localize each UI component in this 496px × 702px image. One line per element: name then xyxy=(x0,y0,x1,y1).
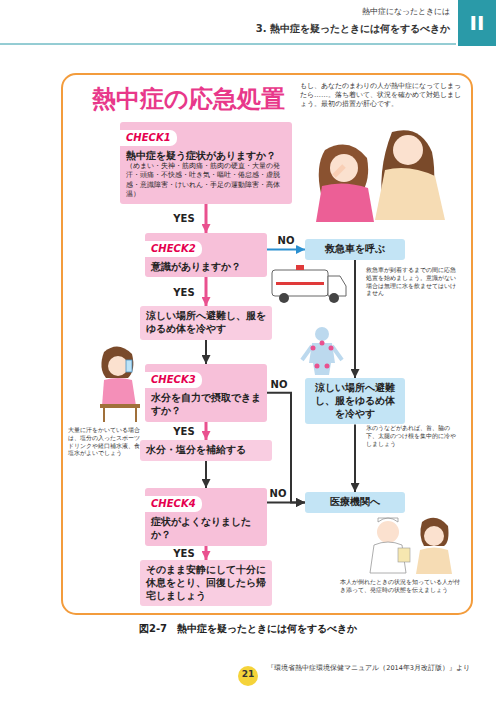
box-text: 涼しい場所へ避難し、服をゆるめ体を冷やす xyxy=(311,382,399,420)
question-text: 症状がよくなりましたか？ xyxy=(151,515,261,542)
header-rule xyxy=(0,44,456,45)
intro-note: もし、あなたのまわりの人が熱中症になってしまったら……。落ち着いて、状況を確かめ… xyxy=(300,82,462,109)
check-tag: CHECK4 xyxy=(145,496,202,512)
flow-arrow xyxy=(205,422,208,441)
flow-arrow xyxy=(205,461,207,488)
flow-arrow xyxy=(267,393,305,503)
edge-label: YES xyxy=(171,286,196,297)
edge-label: YES xyxy=(171,425,196,436)
note: 本人が倒れたときの状況を知っている人が付き添って、発症時の状態を伝えましょう xyxy=(340,578,460,594)
process-box: 水分・塩分を補給する xyxy=(140,440,272,461)
check-tag: CHECK1 xyxy=(120,130,177,146)
note: 氷のうなどがあれば、首、脇の下、太腿のつけ根を集中的に冷やしましょう xyxy=(366,424,458,447)
chapter-tab xyxy=(458,0,496,46)
drinking-girl xyxy=(100,346,140,422)
flow-arrow xyxy=(267,248,305,250)
action-box: 救急車を呼ぶ xyxy=(305,239,405,260)
check-tag: CHECK3 xyxy=(145,372,202,388)
box-text: 涼しい場所へ避難し、服をゆるめ体を冷やす xyxy=(146,310,266,336)
box-text: そのまま安静にして十分に休息をとり、回復したら帰宅しましょう xyxy=(146,564,266,602)
cooling-body-figure xyxy=(302,327,342,375)
chapter-number: II xyxy=(458,10,496,36)
check-box: CHECK2 意識がありますか？ xyxy=(145,233,267,277)
box-text: 医療機関へ xyxy=(311,496,399,509)
edge-label: NO xyxy=(268,488,289,499)
nurse-figure xyxy=(370,518,452,574)
question-text: 熱中症を疑う症状がありますか？ xyxy=(126,149,286,163)
check-box: CHECK1 熱中症を疑う症状がありますか？（めまい・失神・筋肉痛・筋肉の硬直・大… xyxy=(120,122,292,204)
note: 救急車が到着するまでの間に応急処置を始めましょう。意識がない場合は無理に水を飲ま… xyxy=(366,266,460,297)
panel-border xyxy=(62,74,472,614)
edge-label: NO xyxy=(276,235,297,246)
process-box: そのまま安静にして十分に休息をとり、回復したら帰宅しましょう xyxy=(140,560,272,606)
title: 熱中症の応急処置 xyxy=(92,84,285,115)
edge-label: YES xyxy=(171,213,196,224)
box-text: 水分・塩分を補給する xyxy=(146,444,266,457)
action-box: 涼しい場所へ避難し、服をゆるめ体を冷やす xyxy=(305,378,405,424)
action-box: 医療機関へ xyxy=(305,492,405,513)
caption: 図2-7 熱中症を疑ったときには何をするべきか xyxy=(0,622,496,635)
note: 大量に汗をかいている場合は、塩分の入ったスポーツドリンクや経口補水液、食塩水がよ… xyxy=(68,426,142,457)
box-text: 救急車を呼ぶ xyxy=(311,243,399,256)
flow-arrow xyxy=(354,424,356,492)
process-box: 涼しい場所へ避難し、服をゆるめ体を冷やす xyxy=(140,306,272,340)
section-title: 3. 熱中症を疑ったときには何をするべきか xyxy=(150,22,450,35)
symptom-list: （めまい・失神・筋肉痛・筋肉の硬直・大量の発汗・頭痛・不快感・吐き気・嘔吐・倦怠… xyxy=(126,162,286,200)
edge-label: YES xyxy=(171,547,196,558)
question-text: 水分を自力で摂取できますか？ xyxy=(151,391,261,418)
source-note: 『環境省熱中症環境保健マニュアル（2014年3月改訂版）』より xyxy=(150,664,470,672)
woman-girl-figure xyxy=(316,130,445,222)
flow-arrow xyxy=(205,204,208,233)
flow-arrow xyxy=(267,501,305,503)
flow-arrow xyxy=(354,260,356,378)
flow-arrow xyxy=(205,340,207,364)
flow-arrow xyxy=(205,546,208,561)
check-tag: CHECK2 xyxy=(145,241,202,257)
page-number: 21 xyxy=(228,669,268,681)
check-box: CHECK3 水分を自力で摂取できますか？ xyxy=(145,364,267,422)
ambulance xyxy=(272,265,346,303)
check-box: CHECK4 症状がよくなりましたか？ xyxy=(145,488,267,546)
question-text: 意識がありますか？ xyxy=(151,260,261,274)
edge-label: NO xyxy=(269,378,290,389)
section-heading: 熱中症になったときには xyxy=(150,7,450,17)
flow-arrow xyxy=(205,277,208,306)
